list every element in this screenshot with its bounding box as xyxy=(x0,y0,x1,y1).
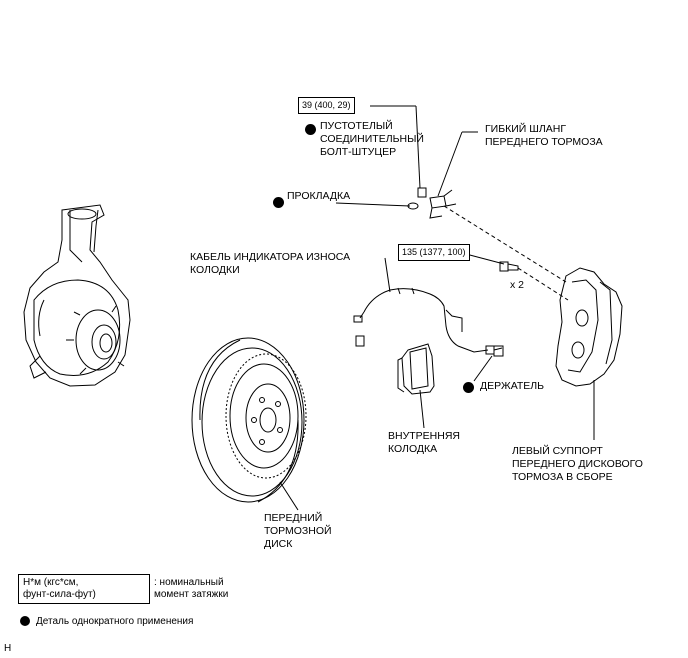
brake-disc-illustration xyxy=(191,337,307,503)
inner-pad-label-line2: КОЛОДКА xyxy=(388,443,438,455)
caliper-label-line1: ЛЕВЫЙ СУППОРТ xyxy=(512,445,603,457)
hose-label-line2: ПЕРЕДНЕГО ТОРМОЗА xyxy=(485,136,603,148)
legend-non-reusable-text: Деталь однократного применения xyxy=(36,616,194,627)
union-bolt-label-line2: СОЕДИНИТЕЛЬНЫЙ xyxy=(320,133,424,145)
union-bolt-label-line1: ПУСТОТЕЛЫЙ xyxy=(320,120,393,132)
union-bolt-label-line3: БОЛТ-ШТУЦЕР xyxy=(320,146,397,158)
steering-knuckle-illustration xyxy=(23,204,131,387)
union-bolt-torque: 39 (400, 29) xyxy=(302,100,351,110)
inner-pad-illustration xyxy=(397,343,435,395)
caliper-bolt-torque: 135 (1377, 100) xyxy=(402,247,466,257)
caliper-bolt-torque-box: 135 (1377, 100) xyxy=(398,244,470,261)
disc-label-line2: ТОРМОЗНОЙ xyxy=(264,525,332,537)
hose-union-illustration xyxy=(407,187,457,219)
caliper-label-line3: ТОРМОЗА В СБОРЕ xyxy=(512,471,613,483)
disc-label-line3: ДИСК xyxy=(264,538,293,550)
corner-code: H xyxy=(4,643,12,654)
bolt-qty-label: x 2 xyxy=(510,279,525,291)
inner-pad-label-line1: ВНУТРЕННЯЯ xyxy=(388,430,461,442)
wear-cable-label: КАБЕЛЬ ИНДИКАТОРА ИЗНОСА КОЛОДКИ xyxy=(190,251,350,277)
wear-indicator-cable-illustration xyxy=(353,287,503,355)
disc-label-line1: ПЕРЕДНИЙ xyxy=(264,512,323,524)
caliper-illustration xyxy=(555,267,623,387)
inner-pad-label: ВНУТРЕННЯЯ КОЛОДКА xyxy=(388,430,460,456)
wear-cable-label-line2: КОЛОДКИ xyxy=(190,264,240,276)
non-reusable-dot-gasket xyxy=(273,197,284,208)
legend-torque-unit-box: Н*м (кгс*см, фунт-сила-фут) xyxy=(18,574,150,604)
holder-label: ДЕРЖАТЕЛЬ xyxy=(480,380,545,392)
holder-illustration xyxy=(493,345,504,357)
hose-label: ГИБКИЙ ШЛАНГ ПЕРЕДНЕГО ТОРМОЗА xyxy=(485,123,603,149)
legend-torque-unit-line2: фунт-сила-фут) xyxy=(23,589,96,600)
caliper-label: ЛЕВЫЙ СУППОРТ ПЕРЕДНЕГО ДИСКОВОГО ТОРМОЗ… xyxy=(512,445,643,484)
legend-torque-desc-line2: момент затяжки xyxy=(154,589,229,600)
legend-torque-desc-line1: : номинальный xyxy=(154,577,224,588)
legend-torque-desc: : номинальный момент затяжки xyxy=(154,577,228,601)
disc-label: ПЕРЕДНИЙ ТОРМОЗНОЙ ДИСК xyxy=(264,512,332,551)
non-reusable-dot-holder xyxy=(463,382,474,393)
gasket-label: ПРОКЛАДКА xyxy=(287,190,351,202)
wear-cable-label-line1: КАБЕЛЬ ИНДИКАТОРА ИЗНОСА xyxy=(190,251,351,263)
union-bolt-label: ПУСТОТЕЛЫЙ СОЕДИНИТЕЛЬНЫЙ БОЛТ-ШТУЦЕР xyxy=(320,120,424,159)
non-reusable-dot-union-bolt xyxy=(305,124,316,135)
hose-label-line1: ГИБКИЙ ШЛАНГ xyxy=(485,123,567,135)
legend-non-reusable-dot xyxy=(20,616,30,626)
union-bolt-torque-box: 39 (400, 29) xyxy=(298,97,355,114)
caliper-label-line2: ПЕРЕДНЕГО ДИСКОВОГО xyxy=(512,458,643,470)
legend-torque-unit-line1: Н*м (кгс*см, xyxy=(23,577,79,588)
